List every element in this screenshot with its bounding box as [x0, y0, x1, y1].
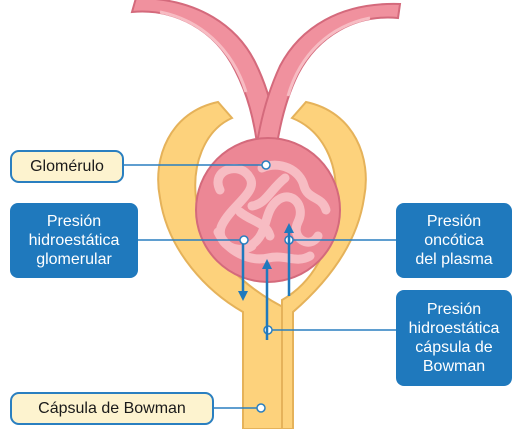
- label-presion-hidroestatica-glomerular: Presión hidroestática glomerular: [10, 203, 138, 278]
- label-capsula-bowman: Cápsula de Bowman: [10, 392, 214, 425]
- label-glomerulo: Glomérulo: [10, 150, 124, 183]
- label-presion-oncotica-plasma: Presión oncótica del plasma: [396, 203, 512, 278]
- arterioles: [132, 0, 400, 150]
- label-presion-hidroestatica-capsula: Presión hidroestática cápsula de Bowman: [396, 290, 512, 386]
- pointer-dot-capsula: [257, 404, 265, 412]
- glomerulus: [196, 138, 340, 282]
- pointer-dot-glomerular: [240, 236, 248, 244]
- pointer-dot-glomerulo: [262, 161, 270, 169]
